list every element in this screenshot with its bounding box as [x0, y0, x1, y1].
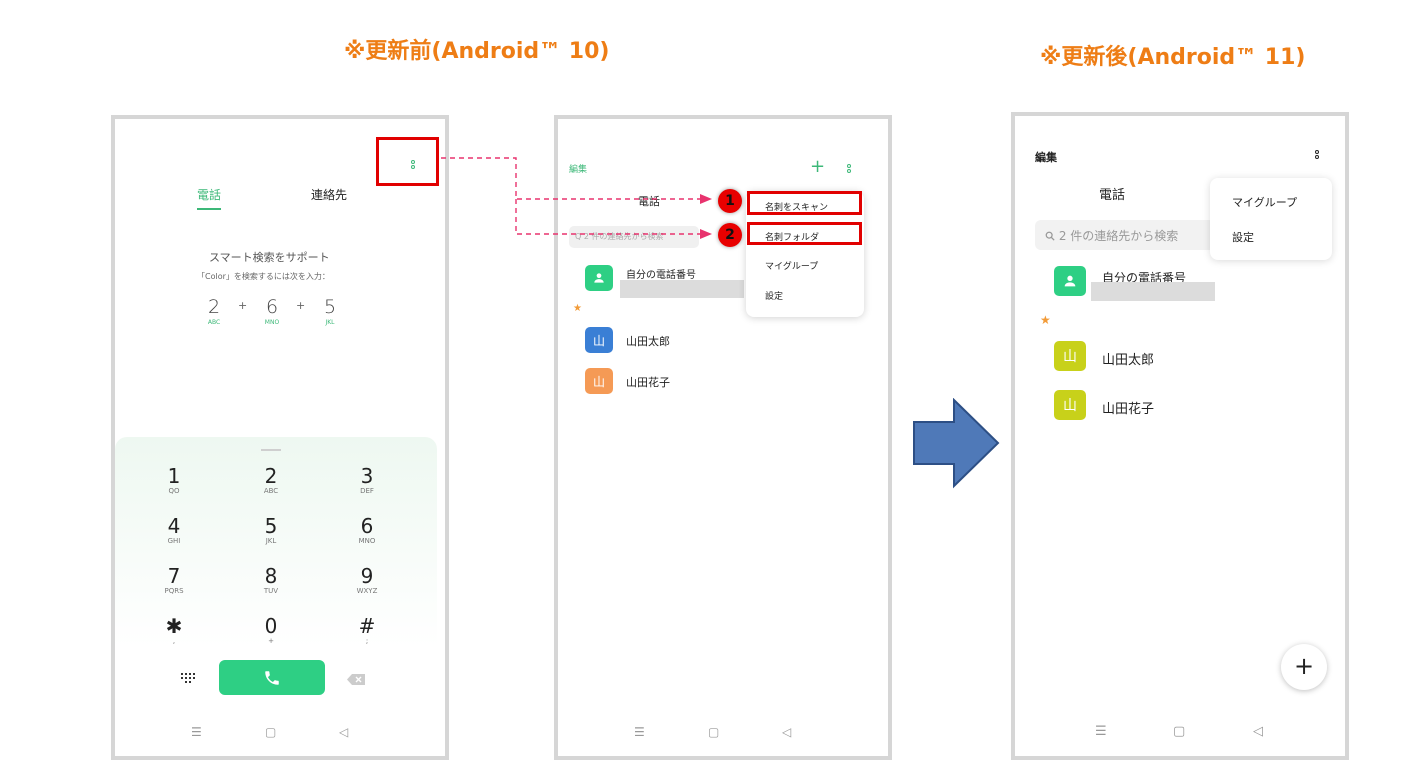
add-contact-fab[interactable]: +: [1281, 644, 1327, 690]
favorites-star-icon: ★: [573, 303, 582, 314]
phone-icon: [265, 670, 279, 685]
tab-indicator: [197, 208, 221, 210]
nav-menu-icon[interactable]: ☰: [191, 725, 202, 739]
avatar: 山: [585, 368, 613, 394]
nav-home-icon[interactable]: ▢: [708, 725, 720, 739]
example-digit: 6: [265, 296, 279, 318]
my-number-label: 自分の電話番号: [626, 270, 696, 281]
key-star[interactable]: ✱,: [165, 614, 183, 645]
nav-home-icon[interactable]: ▢: [1173, 724, 1186, 739]
drag-handle[interactable]: [261, 449, 281, 451]
tab-phone[interactable]: 電話: [638, 195, 660, 208]
right-arrow-icon: [913, 398, 1000, 489]
nav-back-icon[interactable]: ◁: [1253, 724, 1263, 739]
highlight-box-menu: [376, 137, 439, 186]
phone-dialer-screen: 電話 連絡先 スマート検索をサポート 「Color」を検索するには次を入力： 2…: [111, 115, 449, 760]
person-icon: [1064, 275, 1076, 287]
phone-number-redacted: [1091, 282, 1215, 301]
menu-item-settings[interactable]: 設定: [1232, 231, 1254, 244]
smart-search-title: スマート検索をサポート: [209, 251, 330, 264]
plus-sign: +: [296, 299, 306, 312]
contact-name[interactable]: 山田太郎: [1102, 353, 1155, 368]
heading-after-update: ※更新後(Android™ 11): [1040, 45, 1306, 70]
contact-name[interactable]: 山田太郎: [626, 335, 670, 348]
add-contact-button[interactable]: +: [810, 156, 826, 177]
step-badge-2: 2: [718, 223, 742, 247]
avatar: 山: [585, 327, 613, 353]
menu-item-my-group[interactable]: マイグループ: [765, 262, 819, 272]
search-icon: [1045, 231, 1055, 241]
menu-item-my-group[interactable]: マイグループ: [1232, 196, 1298, 209]
menu-item-settings[interactable]: 設定: [765, 292, 784, 302]
contact-name[interactable]: 山田花子: [626, 376, 670, 389]
nav-menu-icon[interactable]: ☰: [634, 725, 645, 739]
dialpad-icon[interactable]: [181, 673, 195, 685]
menu-item-scan-card[interactable]: 名刺をスキャン: [765, 203, 829, 213]
favorites-star-icon: ★: [1040, 313, 1051, 327]
example-letters: JKL: [325, 319, 335, 326]
more-vert-icon[interactable]: [1313, 149, 1321, 160]
tab-contacts[interactable]: 連絡先: [311, 188, 348, 202]
menu-item-card-folder[interactable]: 名刺フォルダ: [765, 233, 820, 243]
heading-before-update: ※更新前(Android™ 10): [344, 39, 610, 64]
smart-search-hint: 「Color」を検索するには次を入力：: [197, 272, 330, 281]
person-icon: [594, 273, 604, 283]
example-letters: ABC: [207, 319, 221, 326]
avatar: [1054, 266, 1086, 296]
nav-home-icon[interactable]: ▢: [265, 725, 277, 739]
my-number-label: 自分の電話番号: [1102, 271, 1187, 285]
key-hash[interactable]: #;: [358, 614, 376, 645]
search-input[interactable]: 2 件の連絡先から検索: [1035, 220, 1215, 250]
backspace-icon[interactable]: [347, 674, 365, 685]
edit-button[interactable]: 編集: [1035, 151, 1057, 164]
contact-name[interactable]: 山田花子: [1102, 402, 1155, 417]
highlight-box-scan-card: [747, 191, 862, 215]
dialpad: [115, 437, 437, 647]
overflow-menu: [1210, 178, 1332, 260]
highlight-box-card-folder: [747, 222, 862, 245]
example-digit: 5: [323, 296, 337, 318]
phone-contacts-menu-screen-after: 編集 電話 2 件の連絡先から検索 マイグループ 設定 自分の電話番号 ★ 山 …: [1011, 112, 1349, 760]
step-badge-1: 1: [718, 189, 742, 213]
nav-back-icon[interactable]: ◁: [339, 725, 349, 739]
nav-back-icon[interactable]: ◁: [782, 725, 792, 739]
more-vert-icon[interactable]: [409, 159, 417, 170]
nav-menu-icon[interactable]: ☰: [1095, 724, 1107, 739]
edit-button[interactable]: 編集: [569, 165, 588, 175]
example-digit: 2: [207, 296, 221, 318]
avatar: 山: [1054, 390, 1086, 420]
example-letters: MNO: [264, 319, 280, 326]
phone-number-redacted: [620, 280, 744, 298]
more-vert-icon[interactable]: [845, 163, 853, 174]
plus-sign: +: [238, 299, 248, 312]
tab-phone[interactable]: 電話: [1099, 188, 1126, 203]
avatar: [585, 265, 613, 291]
search-placeholder: 2 件の連絡先から検索: [1058, 229, 1179, 243]
tab-phone[interactable]: 電話: [197, 188, 222, 202]
search-input[interactable]: Q 2 件の連絡先から検索: [569, 226, 699, 248]
avatar: 山: [1054, 341, 1086, 371]
key-0[interactable]: 0+: [264, 614, 278, 645]
call-button[interactable]: [219, 660, 325, 695]
